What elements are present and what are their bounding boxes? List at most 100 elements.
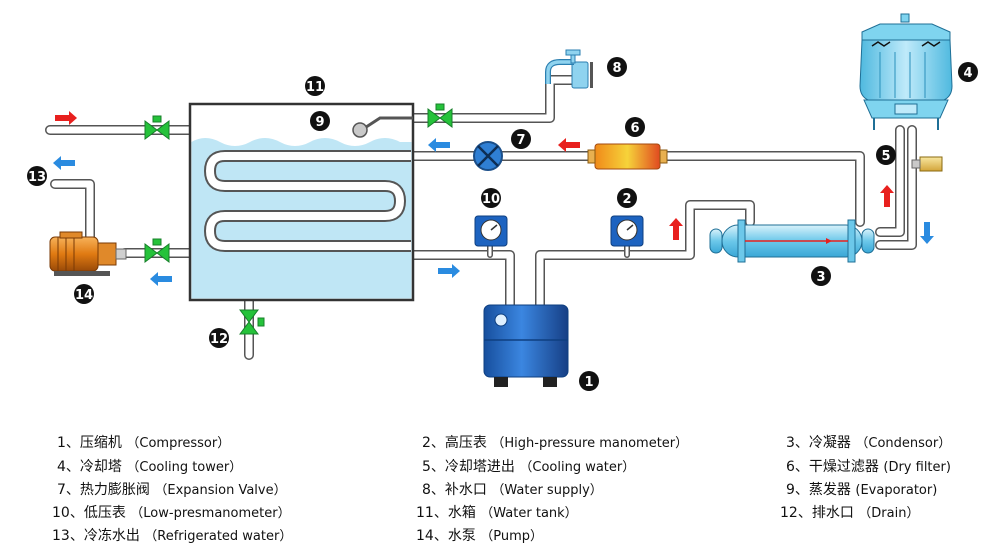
legend-item-10: 10、低压表 （Low-presmanometer） (52, 502, 291, 522)
arrow-blue-coil (428, 138, 450, 152)
svg-text:4: 4 (963, 66, 972, 81)
legend-zh: 低压表 (83, 505, 126, 521)
condenser (709, 219, 875, 263)
badge-10: 10 (481, 188, 501, 208)
arrow-blue-pump (150, 272, 172, 286)
compressor (483, 304, 569, 387)
low-pressure-gauge (474, 215, 508, 247)
badge-4: 4 (958, 62, 978, 82)
high-pressure-gauge (610, 215, 644, 247)
svg-text:7: 7 (516, 133, 525, 148)
legend-item-2: 2、高压表 （High-pressure manometer） (422, 432, 688, 452)
arrow-red-filter (558, 138, 580, 152)
legend-num: 2、 (422, 435, 445, 451)
legend-en: （Water supply） (491, 483, 603, 498)
arrow-blue-tower (920, 222, 934, 244)
legend-en: （Cooling water） (519, 460, 636, 475)
badge-2: 2 (617, 188, 637, 208)
svg-text:13: 13 (28, 170, 46, 185)
legend-en: （Compressor） (126, 436, 231, 451)
pump (49, 231, 127, 276)
legend-en: （High-pressure manometer） (491, 436, 689, 451)
legend-num: 5、 (422, 459, 445, 475)
svg-text:11: 11 (306, 80, 324, 95)
legend-item-6: 6、干燥过滤器 (Dry filter) (786, 456, 951, 476)
water-tank (188, 102, 415, 302)
legend-en: （Condensor） (855, 436, 952, 451)
badge-8: 8 (607, 57, 627, 77)
legend-zh: 冷冻水出 (83, 528, 140, 544)
legend-en: (Evaporator) (855, 483, 938, 498)
legend-item-9: 9、蒸发器 (Evaporator) (786, 479, 937, 499)
legend-en: (Dry filter) (883, 460, 951, 475)
legend-zh: 水泵 (447, 528, 476, 544)
svg-text:8: 8 (612, 61, 621, 76)
legend-zh: 排水口 (811, 505, 854, 521)
legend-num: 1、 (57, 435, 80, 451)
valve-supply (427, 103, 453, 128)
legend-item-4: 4、冷却塔 （Cooling tower） (57, 456, 242, 476)
legend-num: 8、 (422, 482, 445, 498)
badge-12: 12 (209, 328, 229, 348)
legend-item-13: 13、冷冻水出 （Refrigerated water） (52, 525, 292, 545)
legend-zh: 蒸发器 (808, 482, 851, 498)
legend-num: 3、 (786, 435, 809, 451)
faucet (545, 49, 593, 89)
legend-en: （Expansion Valve） (154, 483, 287, 498)
dry-filter (587, 143, 668, 170)
legend-zh: 冷却塔 (79, 459, 122, 475)
float-ball (352, 122, 368, 138)
legend-en: （Water tank） (480, 506, 578, 521)
legend-num: 7、 (57, 482, 80, 498)
legend-item-7: 7、热力膨胀阀 （Expansion Valve） (57, 479, 287, 499)
svg-text:12: 12 (210, 332, 228, 347)
brass-fitting (911, 156, 943, 172)
badge-6: 6 (625, 117, 645, 137)
legend-zh: 冷凝器 (808, 435, 851, 451)
legend-zh: 干燥过滤器 (808, 459, 879, 475)
legend-en: （Cooling tower） (126, 460, 243, 475)
badge-3: 3 (811, 266, 831, 286)
valve-inlet (144, 115, 170, 140)
legend-num: 12、 (780, 505, 812, 521)
arrow-red-tower (880, 185, 894, 207)
expansion-valve (473, 141, 503, 171)
legend-num: 10、 (52, 505, 84, 521)
legend-item-8: 8、补水口 （Water supply） (422, 479, 603, 499)
legend-num: 11、 (416, 505, 448, 521)
svg-text:2: 2 (622, 192, 631, 207)
legend-num: 14、 (416, 528, 448, 544)
legend-zh: 冷却塔进出 (444, 459, 515, 475)
svg-text:14: 14 (75, 288, 93, 303)
svg-text:9: 9 (315, 115, 324, 130)
legend-item-12: 12、排水口 （Drain） (780, 502, 919, 522)
badge-14: 14 (74, 284, 94, 304)
legend-zh: 水箱 (447, 505, 476, 521)
legend-zh: 补水口 (444, 482, 487, 498)
legend-num: 13、 (52, 528, 84, 544)
badge-7: 7 (511, 129, 531, 149)
legend-item-11: 11、水箱 （Water tank） (416, 502, 578, 522)
legend-num: 9、 (786, 482, 809, 498)
legend-item-1: 1、压缩机 （Compressor） (57, 432, 230, 452)
legend-num: 4、 (57, 459, 80, 475)
arrow-blue-13 (53, 156, 75, 170)
arrow-blue-low (438, 264, 460, 278)
legend-en: （Drain） (858, 506, 920, 521)
legend-zh: 高压表 (444, 435, 487, 451)
pipes (45, 75, 917, 360)
legend-en: （Pump） (480, 529, 544, 544)
badge-13: 13 (27, 166, 47, 186)
arrow-red-inlet (55, 111, 77, 125)
legend-en: （Refrigerated water） (144, 529, 293, 544)
arrow-red-high (669, 218, 683, 240)
badge-1: 1 (579, 371, 599, 391)
legend-zh: 压缩机 (79, 435, 122, 451)
badge-5: 5 (876, 145, 896, 165)
cooling-tower (859, 13, 953, 130)
badge-9: 9 (310, 111, 330, 131)
legend-zh: 热力膨胀阀 (79, 482, 150, 498)
valve-pump-line (144, 238, 170, 263)
svg-text:10: 10 (482, 192, 500, 207)
